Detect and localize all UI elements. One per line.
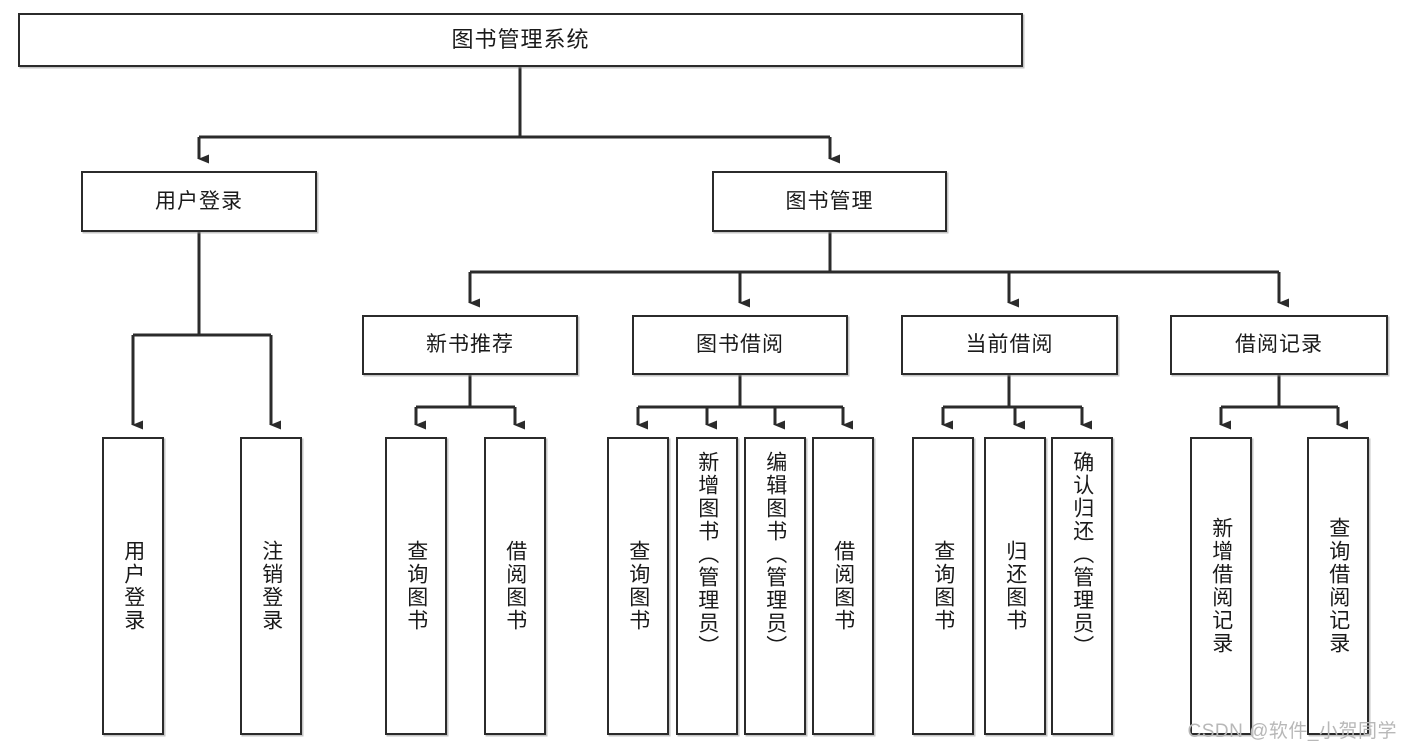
node-leaf-record-add-label: 新增借阅记录 — [1209, 517, 1233, 655]
node-leaf-current-query-book[interactable]: 查询图书 — [912, 437, 974, 735]
node-root-label: 图书管理系统 — [451, 26, 590, 52]
node-leaf-user-login-label: 用户登录 — [121, 540, 145, 632]
node-current-borrow-label: 当前借阅 — [965, 333, 1054, 357]
current-borrow-to-leaves-connectors — [941, 375, 1092, 430]
node-book-borrow[interactable]: 图书借阅 — [632, 315, 848, 375]
node-leaf-borrow-query-book[interactable]: 查询图书 — [607, 437, 669, 735]
node-borrow-record[interactable]: 借阅记录 — [1170, 315, 1388, 375]
book-borrow-to-leaves-connectors — [636, 375, 853, 430]
node-user-login[interactable]: 用户登录 — [81, 171, 317, 232]
node-leaf-record-query-label: 查询借阅记录 — [1326, 517, 1350, 655]
node-user-login-label: 用户登录 — [155, 189, 243, 213]
node-leaf-rec-borrow-book-label: 借阅图书 — [503, 540, 527, 632]
node-leaf-current-return-book[interactable]: 归还图书 — [984, 437, 1046, 735]
new-book-rec-to-leaves-connectors — [414, 375, 525, 430]
node-leaf-current-query-book-label: 查询图书 — [931, 540, 955, 632]
node-borrow-record-label: 借阅记录 — [1235, 333, 1323, 357]
node-root-system[interactable]: 图书管理系统 — [18, 13, 1023, 67]
node-leaf-borrow-borrow-book-label: 借阅图书 — [831, 540, 855, 632]
node-leaf-rec-query-book-label: 查询图书 — [404, 540, 428, 632]
node-leaf-record-query[interactable]: 查询借阅记录 — [1307, 437, 1369, 735]
node-leaf-rec-query-book[interactable]: 查询图书 — [385, 437, 447, 735]
node-leaf-user-logout[interactable]: 注销登录 — [240, 437, 302, 735]
node-leaf-current-confirm-return[interactable]: 确认归还（管理员） — [1051, 437, 1113, 735]
book-manage-to-level3-connectors — [468, 232, 1289, 308]
node-leaf-current-confirm-return-label: 确认归还（管理员） — [1070, 451, 1094, 658]
node-leaf-borrow-add-book-label: 新增图书（管理员） — [695, 451, 719, 658]
node-leaf-user-logout-label: 注销登录 — [259, 540, 283, 632]
node-book-manage[interactable]: 图书管理 — [712, 171, 947, 232]
node-new-book-recommend-label: 新书推荐 — [426, 333, 514, 357]
node-leaf-user-login[interactable]: 用户登录 — [102, 437, 164, 735]
node-new-book-recommend[interactable]: 新书推荐 — [362, 315, 578, 375]
node-current-borrow[interactable]: 当前借阅 — [901, 315, 1118, 375]
borrow-record-to-leaves-connectors — [1219, 375, 1348, 430]
user-login-to-leaves-connectors — [131, 232, 281, 430]
root-to-level2-connectors — [197, 67, 840, 164]
csdn-watermark: CSDN @软件_小贺同学 — [1187, 721, 1397, 742]
node-leaf-current-return-book-label: 归还图书 — [1003, 540, 1027, 632]
node-leaf-borrow-add-book[interactable]: 新增图书（管理员） — [676, 437, 738, 735]
node-leaf-borrow-edit-book-label: 编辑图书（管理员） — [763, 451, 787, 658]
node-leaf-borrow-query-book-label: 查询图书 — [626, 540, 650, 632]
node-leaf-borrow-edit-book[interactable]: 编辑图书（管理员） — [744, 437, 806, 735]
node-leaf-rec-borrow-book[interactable]: 借阅图书 — [484, 437, 546, 735]
node-book-borrow-label: 图书借阅 — [696, 333, 784, 357]
node-leaf-borrow-borrow-book[interactable]: 借阅图书 — [812, 437, 874, 735]
node-leaf-record-add[interactable]: 新增借阅记录 — [1190, 437, 1252, 735]
node-book-manage-label: 图书管理 — [785, 189, 874, 213]
